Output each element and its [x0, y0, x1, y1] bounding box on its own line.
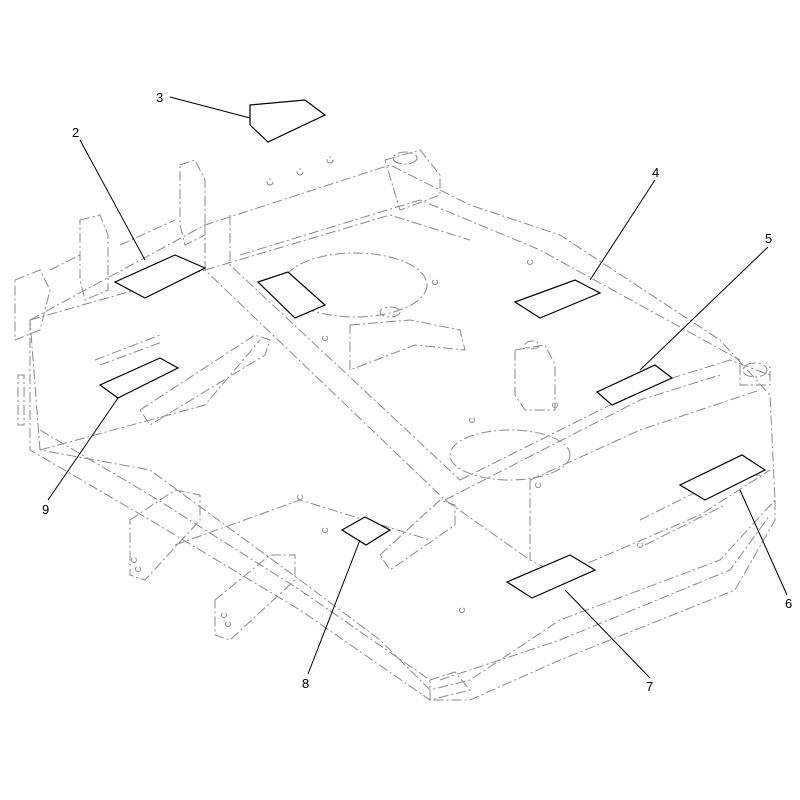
leader-6	[739, 489, 788, 596]
decals	[98, 99, 767, 599]
leader-5	[639, 246, 769, 371]
callout-3: 3	[156, 90, 163, 105]
leader-lines	[47, 96, 788, 679]
leader-7	[564, 589, 651, 679]
decal-item-5	[595, 364, 674, 406]
callout-5: 5	[765, 231, 772, 246]
leader-9	[47, 397, 119, 501]
callout-8: 8	[302, 676, 309, 691]
callout-7: 7	[646, 679, 653, 694]
decal-item-6	[678, 454, 767, 501]
leader-2	[79, 139, 146, 261]
callout-9: 9	[42, 502, 49, 517]
mower-deck-body	[29, 156, 776, 701]
decal-item-9	[98, 357, 180, 399]
deck-brackets	[14, 149, 771, 701]
decal-item-2	[113, 254, 207, 299]
decal-item-3	[249, 99, 327, 143]
leader-4	[589, 179, 656, 281]
callout-labels: 2 3 4 5 6 7 8 9	[42, 90, 792, 694]
decal-item-8	[340, 516, 392, 546]
callout-4: 4	[652, 165, 659, 180]
leader-8	[307, 539, 361, 675]
decal-item-7	[505, 554, 597, 599]
decal-item-top-center	[256, 271, 327, 319]
callout-2: 2	[72, 125, 79, 140]
decal-item-4	[513, 279, 602, 319]
callout-6: 6	[785, 596, 792, 611]
leader-3	[169, 96, 251, 119]
